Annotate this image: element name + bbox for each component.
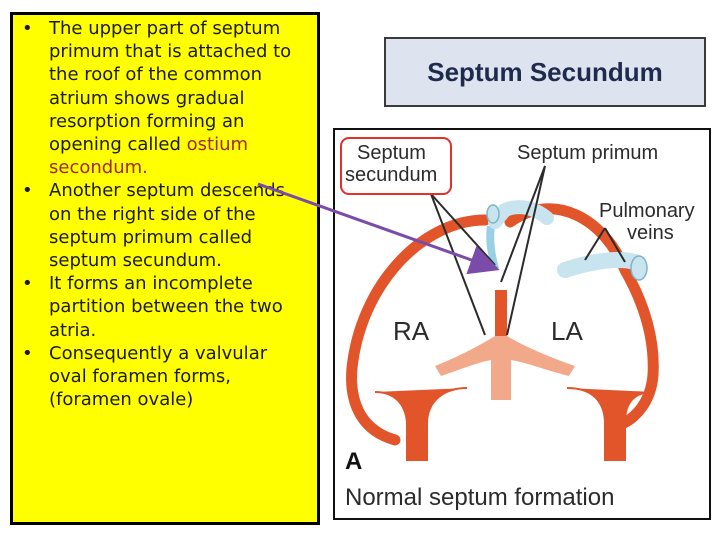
- label-left-atrium: LA: [551, 316, 583, 346]
- bullet-text: Another septum descends on the right sid…: [49, 180, 286, 272]
- pulmonary-vein-top-opening: [486, 204, 500, 224]
- pointer-line: [584, 227, 606, 261]
- label-right-atrium: RA: [393, 316, 430, 346]
- endocardial-cushion: [435, 336, 575, 400]
- bullet-item: • The upper part of septum primum that is…: [19, 17, 307, 179]
- label-septum-secundum-line2: secundum: [345, 164, 438, 186]
- slide-title: Septum Secundum: [427, 56, 663, 87]
- bullet-list: • The upper part of septum primum that is…: [13, 15, 317, 411]
- pointer-line: [604, 227, 626, 263]
- bullet-item: • It forms an incomplete partition betwee…: [19, 272, 307, 342]
- ostium-secondum-term: ostium secondum.: [49, 134, 249, 179]
- label-septum-primum: Septum primum: [517, 142, 659, 164]
- pulmonary-vein-right: [557, 252, 643, 278]
- bullet-text: It forms an incomplete partition between…: [49, 273, 283, 341]
- pointer-line: [500, 165, 546, 283]
- bullet-item: • Consequently a valvular oval foramen fo…: [19, 342, 307, 412]
- bullet-dot: •: [22, 273, 33, 295]
- panel-letter: A: [345, 448, 363, 475]
- heart-diagram: Septum secundum Septum primum Pulmonary …: [333, 128, 711, 520]
- bullet-dot: •: [22, 180, 33, 202]
- label-pulmonary-veins-line2: veins: [627, 222, 674, 244]
- label-pulmonary-veins-line1: Pulmonary: [599, 200, 695, 222]
- label-septum-secundum-line1: Septum: [357, 142, 426, 164]
- pulmonary-vein-upper: [488, 200, 554, 229]
- bullet-dot: •: [22, 18, 33, 39]
- bullet-text-panel: • The upper part of septum primum that is…: [10, 12, 320, 525]
- pulmonary-vein-opening: [630, 255, 648, 281]
- left-atrium-wall: [504, 203, 659, 432]
- bullet-item: • Another septum descends on the right si…: [19, 179, 307, 272]
- slide-title-box: Septum Secundum: [384, 37, 706, 107]
- figure-caption: Normal septum formation: [345, 484, 615, 511]
- septum-primum: [495, 290, 507, 336]
- right-ventricle-wall: [374, 387, 468, 461]
- bullet-dot: •: [22, 342, 33, 364]
- bullet-text: The upper part of septum primum that is …: [49, 18, 292, 156]
- left-ventricle-wall: [566, 387, 654, 461]
- pointer-line: [506, 165, 546, 336]
- bullet-text: Consequently a valvular oval foramen for…: [49, 342, 268, 411]
